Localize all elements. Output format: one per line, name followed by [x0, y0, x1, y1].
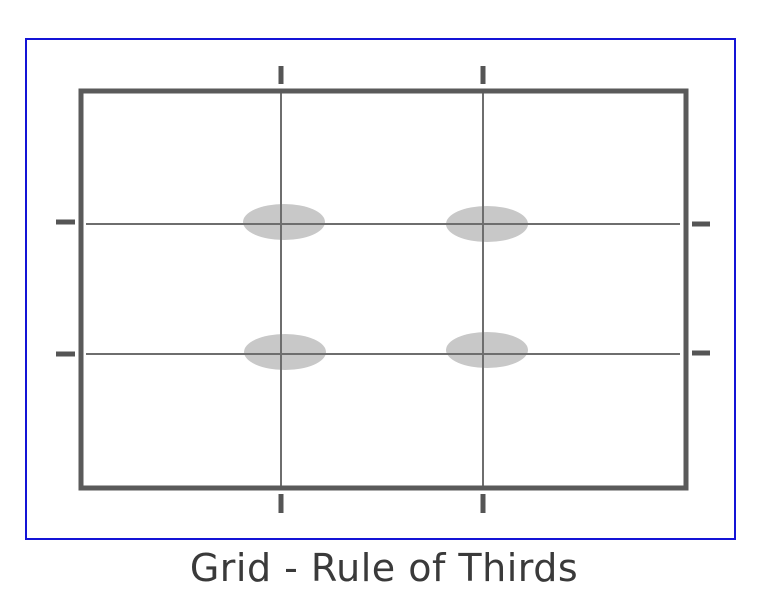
- diagram-caption: Grid - Rule of Thirds: [189, 546, 579, 590]
- diagram-frame: [25, 38, 736, 540]
- intersection-ellipse-bottom-right: [446, 332, 528, 368]
- intersection-ellipse-top-left: [243, 204, 325, 240]
- outer-rectangle: [78, 88, 689, 491]
- intersection-ellipse-bottom-left: [244, 334, 326, 370]
